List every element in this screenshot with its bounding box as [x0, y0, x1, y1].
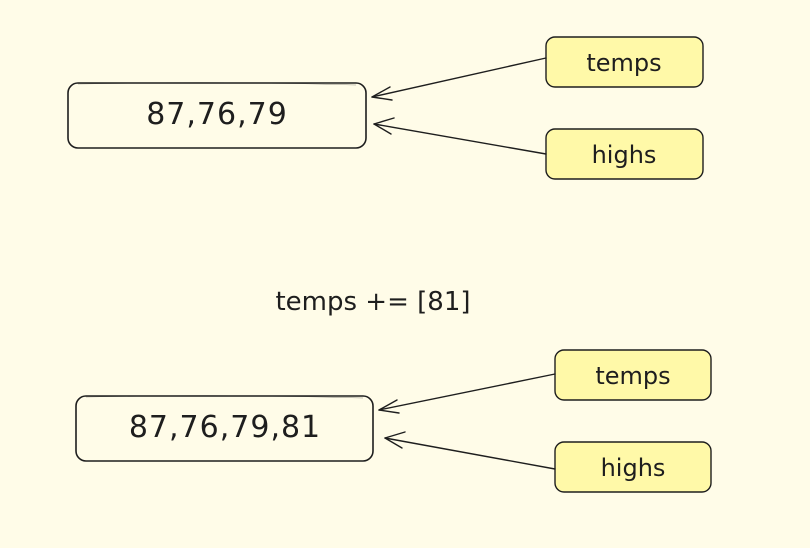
name-label-highs-before: highs [592, 141, 657, 169]
name-highs-before: highs [545, 128, 704, 180]
name-label-temps-after: temps [595, 362, 670, 390]
arrow-highs-before [373, 117, 547, 155]
name-highs-after: highs [554, 441, 712, 493]
before-state: 87,76,79 temps highs [67, 36, 704, 180]
name-box-temps-after [554, 349, 712, 401]
operation-code: temps += [81] [275, 287, 470, 317]
name-temps-before: temps [545, 36, 704, 88]
name-temps-after: temps [554, 349, 712, 401]
name-label-highs-after: highs [601, 454, 666, 482]
arrow-temps-after [378, 373, 556, 414]
list-object-after: 87,76,79,81 [75, 395, 374, 462]
list-object-before: 87,76,79 [67, 82, 367, 149]
name-label-temps-before: temps [586, 49, 661, 77]
list-value-before: 87,76,79 [146, 97, 288, 132]
name-box-highs-after [554, 441, 712, 493]
arrow-highs-after [384, 431, 556, 470]
after-state: 87,76,79,81 temps highs [75, 349, 712, 493]
arrow-temps-before [371, 57, 547, 101]
list-value-after: 87,76,79,81 [129, 410, 321, 445]
name-box-temps-before [545, 36, 704, 88]
